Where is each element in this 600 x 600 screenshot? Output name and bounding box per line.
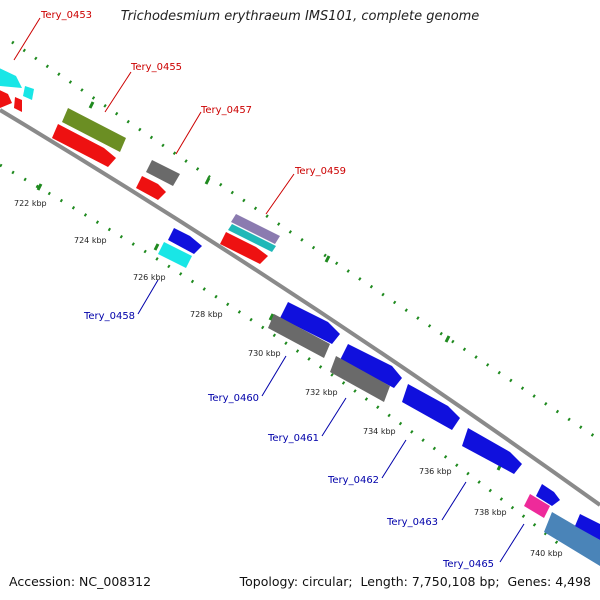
feature-cyan[interactable] [23, 86, 34, 100]
tick-label: 728 kbp [190, 310, 223, 319]
major-ticks [36, 101, 503, 471]
feature-red-arrow[interactable] [52, 124, 116, 167]
major-tick [324, 255, 331, 263]
accession-info: Accession: NC_008312 [9, 574, 151, 589]
separator: ; [495, 574, 504, 589]
feature-red-arrow[interactable] [14, 97, 22, 112]
callout-line [499, 523, 525, 563]
tick-label: 732 kbp [305, 388, 338, 397]
gene-label[interactable]: Tery_0465 [442, 559, 494, 570]
position-tick-labels: 722 kbp 724 kbp 726 kbp 728 kbp 730 kbp … [14, 199, 563, 558]
features-lower [158, 228, 600, 566]
callout-line [137, 279, 159, 315]
callout-line [175, 111, 202, 155]
tick-label: 738 kbp [474, 508, 507, 517]
accession-value: NC_008312 [79, 574, 152, 589]
major-tick [36, 183, 43, 191]
feature-blue-arrow[interactable] [340, 344, 402, 388]
accession-label: Accession: [9, 574, 76, 589]
gene-labels-upper: Tery_0453 Tery_0455 Tery_0457 Tery_0459 [40, 10, 346, 177]
callout-line [321, 397, 347, 437]
major-tick [153, 243, 160, 251]
major-tick [88, 101, 95, 109]
major-tick [268, 313, 275, 321]
gene-label[interactable]: Tery_0457 [200, 105, 252, 116]
callout-line [13, 17, 41, 61]
track-guide-outer [11, 40, 600, 442]
map-title: Trichodesmium erythraeum IMS101, complet… [120, 9, 480, 24]
gene-label[interactable]: Tery_0455 [130, 62, 182, 73]
feature-blue-arrow[interactable] [575, 514, 600, 540]
feature-blue-arrow[interactable] [536, 484, 560, 506]
major-tick [444, 335, 451, 343]
feature-purple-stack[interactable] [231, 214, 280, 244]
feature-red-arrow[interactable] [136, 176, 166, 200]
major-tick [204, 177, 211, 185]
tick-label: 740 kbp [530, 549, 563, 558]
topology-value: circular [302, 574, 349, 589]
genome-backbone [0, 108, 600, 507]
tick-label: 730 kbp [248, 349, 281, 358]
feature-blue-arrow[interactable] [280, 302, 340, 344]
feature-grey[interactable] [330, 356, 390, 402]
feature-olive[interactable] [62, 108, 126, 152]
tick-label: 722 kbp [14, 199, 47, 208]
callout-line [381, 439, 407, 479]
tick-label: 724 kbp [74, 236, 107, 245]
length-value: 7,750,108 bp [411, 574, 496, 589]
feature-cyan[interactable] [158, 242, 192, 268]
feature-blue-arrow[interactable] [402, 384, 460, 430]
tick-label: 736 kbp [419, 467, 452, 476]
length-label: Length: [360, 574, 408, 589]
gene-label[interactable]: Tery_0459 [294, 166, 346, 177]
callout-lines-lower [137, 279, 525, 563]
tick-label: 726 kbp [133, 273, 166, 282]
feature-teal-stack[interactable] [228, 224, 276, 252]
gene-label[interactable]: Tery_0460 [207, 393, 259, 404]
callout-lines-upper [13, 17, 295, 215]
feature-cyan[interactable] [0, 66, 22, 88]
feature-grey[interactable] [146, 160, 180, 186]
feature-blue-arrow[interactable] [168, 228, 202, 254]
gene-label[interactable]: Tery_0458 [83, 311, 135, 322]
callout-line [441, 481, 467, 521]
feature-grey[interactable] [268, 314, 330, 358]
gene-label[interactable]: Tery_0461 [267, 433, 319, 444]
gene-labels-lower: Tery_0458 Tery_0460 Tery_0461 Tery_0462 … [83, 311, 494, 570]
gene-label[interactable]: Tery_0462 [327, 475, 379, 486]
feature-red-arrow[interactable] [0, 88, 12, 108]
callout-line [261, 355, 287, 397]
track-guides [0, 40, 600, 547]
gene-label[interactable]: Tery_0463 [386, 517, 438, 528]
genome-summary: Topology: circular; Length: 7,750,108 bp… [240, 574, 591, 589]
gene-label[interactable]: Tery_0453 [40, 10, 92, 21]
feature-red-arrow[interactable] [220, 232, 268, 264]
tick-label: 734 kbp [363, 427, 396, 436]
feature-blue-arrow[interactable] [462, 428, 522, 474]
topology-label: Topology: [239, 574, 299, 589]
features-upper [0, 66, 280, 264]
separator: ; [348, 574, 357, 589]
feature-magenta[interactable] [524, 494, 550, 518]
callout-line [265, 173, 295, 215]
genes-label: Genes: [507, 574, 552, 589]
feature-steelblue[interactable] [544, 512, 600, 566]
genes-value: 4,498 [555, 574, 591, 589]
callout-line [104, 71, 132, 113]
